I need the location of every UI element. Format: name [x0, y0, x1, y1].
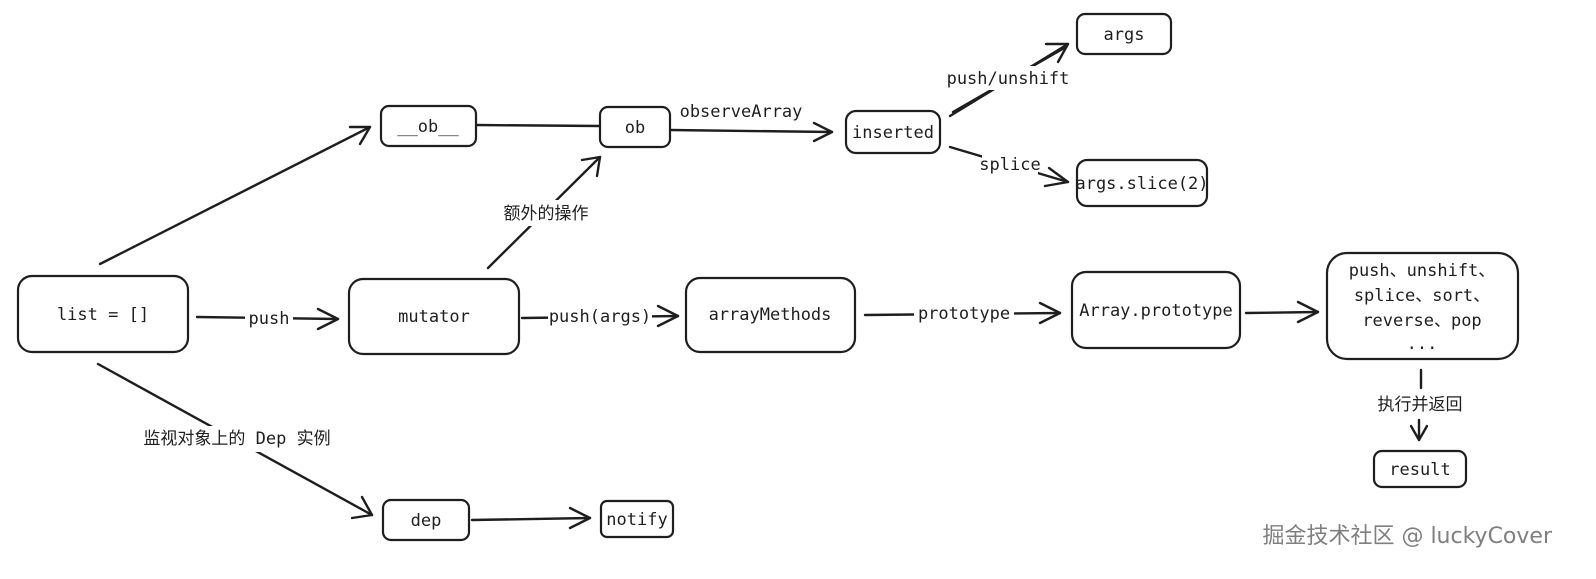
node-ob-prop: __ob__ [379, 104, 478, 148]
node-array-methods-label: arrayMethods [709, 305, 832, 325]
edge-methods-to-result [1409, 368, 1429, 442]
node-args-slice-label: args.slice(2) [1075, 174, 1208, 194]
node-notify-label: notify [606, 510, 667, 530]
edge-label-prototype: prototype [918, 304, 1010, 324]
node-methods-line-3: reverse、pop [1362, 311, 1481, 331]
node-result: result [1372, 449, 1468, 489]
node-list: list = [] [16, 274, 190, 354]
node-methods-line-4: ... [1407, 334, 1438, 354]
edge-label-observe-array: observeArray [680, 102, 803, 122]
edge-label-push-unshift: push/unshift [947, 69, 1070, 89]
node-args-slice: args.slice(2) [1075, 158, 1209, 208]
edge-label-watch-dep: 监视对象上的 Dep 实例 [143, 429, 330, 449]
edge-label-splice: splice [979, 155, 1040, 175]
node-methods-list: push、unshift、 splice、sort、 reverse、pop .… [1325, 251, 1520, 361]
edge-prototype-to-methods [1244, 300, 1320, 324]
node-methods-line-1: push、unshift、 [1349, 261, 1496, 281]
edge-label-push: push [249, 309, 290, 329]
node-inserted: inserted [844, 109, 942, 155]
node-ob-label: ob [625, 118, 645, 138]
watermark: 掘金技术社区 @ luckyCover [1262, 524, 1552, 549]
edge-label-push-args: push(args) [549, 307, 651, 327]
edge-list-to-ob-prop [98, 125, 372, 266]
edge-ob-to-inserted [668, 121, 834, 143]
node-dep: dep [381, 498, 471, 542]
node-list-label: list = [] [57, 305, 149, 325]
node-args: args [1075, 12, 1173, 56]
node-methods-line-2: splice、sort、 [1354, 286, 1490, 306]
node-ob: ob [598, 105, 672, 149]
node-args-label: args [1104, 25, 1145, 45]
node-result-label: result [1389, 460, 1450, 480]
node-array-prototype: Array.prototype [1070, 270, 1242, 350]
node-notify: notify [599, 499, 675, 539]
node-inserted-label: inserted [852, 123, 934, 143]
edge-label-extra-op: 额外的操作 [504, 204, 589, 224]
node-array-prototype-label: Array.prototype [1079, 301, 1233, 321]
node-ob-prop-label: __ob__ [397, 117, 459, 137]
edge-label-execute-return: 执行并返回 [1378, 395, 1463, 415]
node-dep-label: dep [411, 511, 442, 531]
edge-ob-prop-to-ob [474, 123, 602, 128]
node-mutator-label: mutator [398, 307, 470, 327]
edge-dep-to-notify [470, 506, 592, 530]
node-mutator: mutator [347, 277, 521, 356]
node-array-methods: arrayMethods [684, 276, 857, 354]
